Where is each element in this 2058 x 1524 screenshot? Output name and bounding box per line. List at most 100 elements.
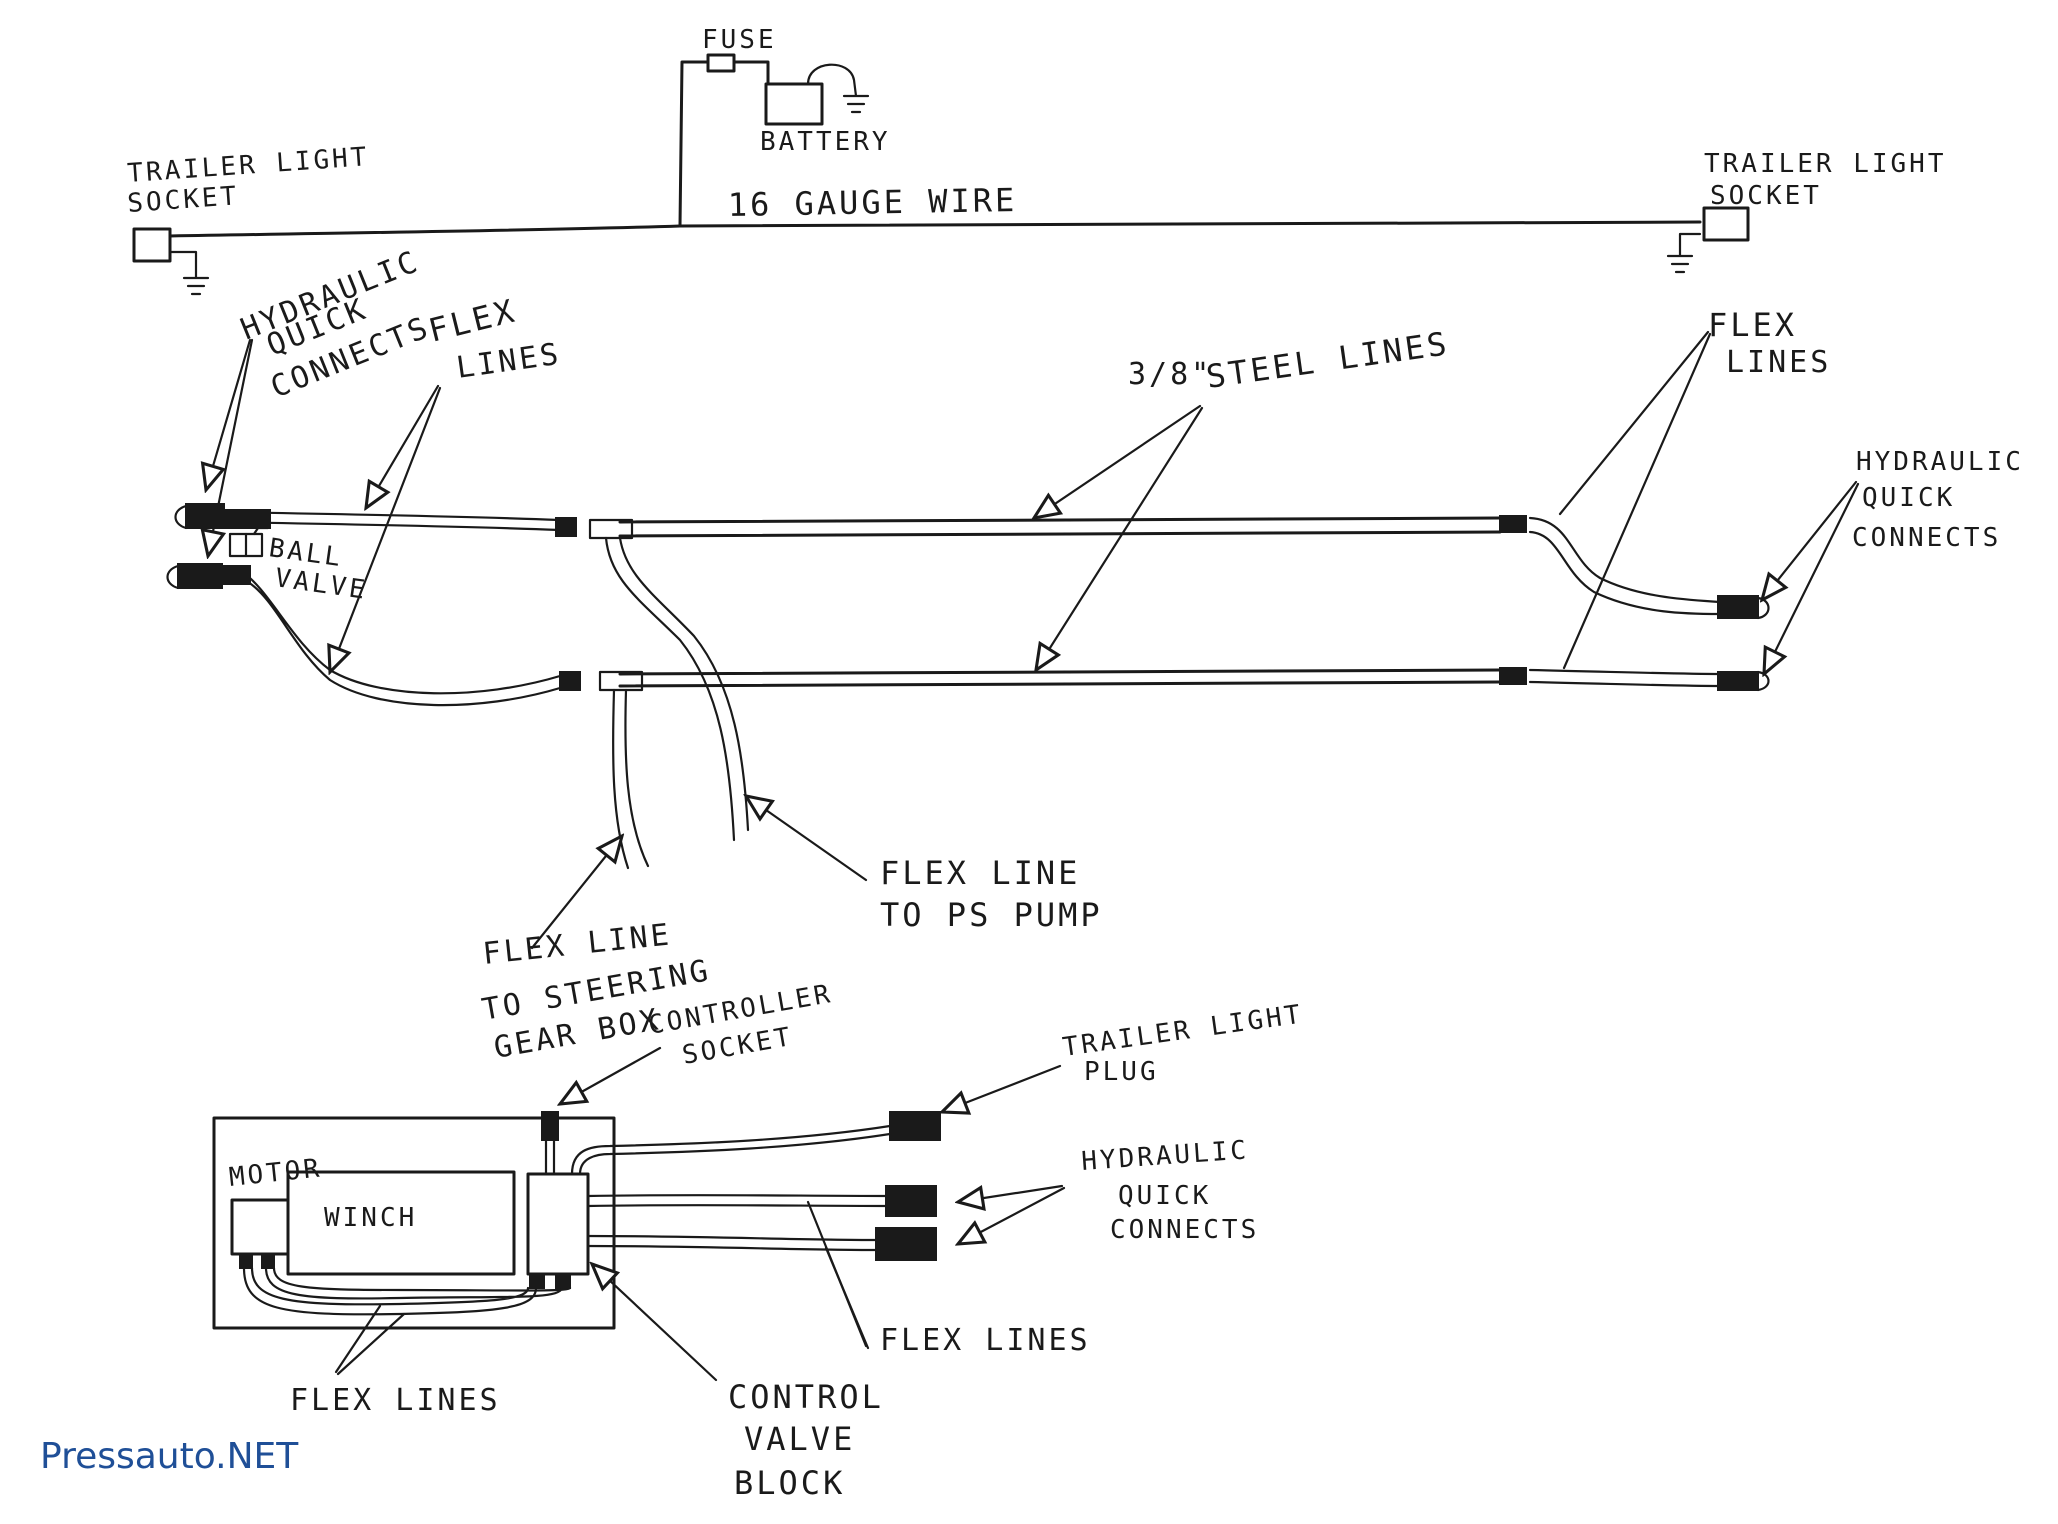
label-trailer-socket-right-1: TRAILER LIGHT xyxy=(1704,149,1947,179)
label-flex-ps-1: FLEX LINE xyxy=(880,854,1080,892)
quick-connect-left-lower-tip xyxy=(166,564,180,590)
battery-ground xyxy=(806,63,870,114)
steel-line-upper xyxy=(618,516,1502,538)
sixteen-gauge-wire xyxy=(168,220,1702,238)
hydraulic-lines xyxy=(166,503,1770,870)
fuse-to-battery-wire xyxy=(732,60,770,86)
label-battery: BATTERY xyxy=(760,127,891,157)
arrow-hyd-qc-bottom-2 xyxy=(958,1186,1066,1244)
flex-line-right-upper xyxy=(1528,516,1722,616)
internal-flex-lines xyxy=(242,1266,572,1316)
ball-valve-fitting xyxy=(225,509,271,529)
arrow-hyd-qc-left-2 xyxy=(208,338,254,556)
ground-symbol-right xyxy=(1666,232,1702,274)
label-hyd-qc-right-3: CONNECTS xyxy=(1852,523,2001,553)
quick-connect-right-lower xyxy=(1717,671,1759,691)
label-hyd-qc-right-2: QUICK xyxy=(1862,483,1955,513)
battery xyxy=(764,82,824,126)
fitting-lower-left xyxy=(559,671,581,691)
arrow-steel-lower xyxy=(1036,406,1204,670)
quick-connect-right-lower-tip xyxy=(1756,670,1770,692)
label-ball-valve-2: VALVE xyxy=(273,563,370,606)
arrow-ps-pump xyxy=(746,796,868,882)
label-winch: WINCH xyxy=(324,1203,417,1233)
steel-line-lower xyxy=(618,668,1502,688)
quick-connect-right-upper-tip xyxy=(1756,596,1770,620)
arrow-hyd-qc-left-1 xyxy=(206,338,252,490)
label-trailer-socket-right-2: SOCKET xyxy=(1710,181,1822,211)
wire-to-trailer-light-plug xyxy=(570,1124,892,1176)
quick-connect-right-upper xyxy=(1717,595,1759,619)
label-trailer-socket-left-1: TRAILER LIGHT xyxy=(126,142,370,189)
quick-connect-bottom-lower xyxy=(875,1227,937,1261)
label-hyd-qc-bottom-1: HYDRAULIC xyxy=(1080,1135,1250,1177)
fitting-upper-right xyxy=(1499,515,1527,533)
arrow-flex-left-lower xyxy=(330,386,442,672)
fitting-upper-left xyxy=(555,517,577,537)
fuse-feed-wire xyxy=(678,60,710,228)
trailer-light-socket-right xyxy=(1702,206,1750,242)
trailer-light-plug xyxy=(889,1111,941,1141)
label-flex-lines-bottom-mid: FLEX LINES xyxy=(880,1323,1091,1358)
watermark-text: Pressauto.NET xyxy=(40,1436,299,1477)
quick-connect-left-lower xyxy=(177,563,223,589)
label-flex-lines-left-1: FLEX xyxy=(425,291,521,349)
quick-connect-bottom-upper xyxy=(885,1185,937,1217)
winch-motor xyxy=(230,1198,290,1256)
arrow-hyd-qc-bottom-1 xyxy=(958,1184,1064,1202)
label-flex-lines-right-2: LINES xyxy=(1726,345,1831,380)
tee-fitting-lower xyxy=(598,670,644,692)
flex-lines-to-quick-connects xyxy=(586,1194,888,1252)
label-steel-lines: STEEL LINES xyxy=(1204,324,1452,396)
arrow-steering-gear-box xyxy=(530,836,622,950)
leader-flex-bottom-mid-2 xyxy=(824,1246,870,1350)
label-hyd-qc-right-1: HYDRAULIC xyxy=(1856,447,2024,477)
label-flex-lines-bottom-left: FLEX LINES xyxy=(290,1383,501,1418)
ground-symbol-left xyxy=(168,250,210,296)
labels: FUSE BATTERY TRAILER LIGHT SOCKET TRAILE… xyxy=(126,25,2024,1502)
motor-port-2 xyxy=(261,1253,275,1269)
fuse xyxy=(706,53,736,73)
leader-flex-right-1 xyxy=(1558,330,1710,516)
winch-mounting-plate xyxy=(212,1116,616,1330)
leader-flex-right-2 xyxy=(1562,332,1712,670)
label-hyd-qc-bottom-3: CONNECTS xyxy=(1110,1215,1259,1245)
fitting-lower-right xyxy=(1499,667,1527,685)
winch-drum xyxy=(286,1170,516,1276)
label-hyd-qc-bottom-2: QUICK xyxy=(1118,1181,1211,1211)
leader-flex-bottom-left-1 xyxy=(334,1304,382,1374)
label-cvb-2: VALVE xyxy=(744,1420,855,1458)
label-trailer-socket-left-2: SOCKET xyxy=(126,181,240,219)
label-trailer-plug-1: TRAILER LIGHT xyxy=(1061,999,1305,1062)
label-motor: MOTOR xyxy=(228,1153,324,1193)
electrical-circuit xyxy=(132,53,1750,296)
arrow-steel-upper xyxy=(1034,404,1202,518)
label-trailer-plug-2: PLUG xyxy=(1084,1057,1159,1087)
trailer-light-socket-left xyxy=(132,227,172,263)
label-fuse: FUSE xyxy=(702,25,777,55)
tee-fitting-upper xyxy=(588,518,634,540)
quick-connect-left-upper-tip xyxy=(174,504,188,530)
label-flex-lines-left-2: LINES xyxy=(454,337,563,386)
label-flex-ps-2: TO PS PUMP xyxy=(880,896,1103,934)
valve-port-1 xyxy=(529,1273,545,1289)
arrow-flex-left-upper xyxy=(366,384,440,508)
label-16-gauge-wire: 16 GAUGE WIRE xyxy=(727,181,1017,224)
controller-socket-wire xyxy=(544,1138,556,1176)
flex-line-right-lower xyxy=(1528,668,1722,688)
control-valve-block xyxy=(526,1172,590,1276)
winch-assembly xyxy=(212,1111,941,1330)
motor-port-1 xyxy=(239,1253,253,1269)
label-flex-lines-right-1: FLEX xyxy=(1708,306,1797,344)
leader-arrows xyxy=(206,330,1860,1382)
arrow-hyd-qc-right-1 xyxy=(1762,480,1858,600)
ball-valve-handle xyxy=(244,526,270,558)
arrow-hyd-qc-right-2 xyxy=(1764,482,1860,674)
label-cvb-3: BLOCK xyxy=(734,1464,845,1502)
label-steel-size: 3/8" xyxy=(1128,357,1212,392)
controller-socket xyxy=(541,1111,559,1141)
arrow-controller-socket xyxy=(560,1046,662,1104)
arrow-trailer-light-plug xyxy=(942,1064,1062,1112)
leader-flex-bottom-left-2 xyxy=(336,1312,406,1376)
